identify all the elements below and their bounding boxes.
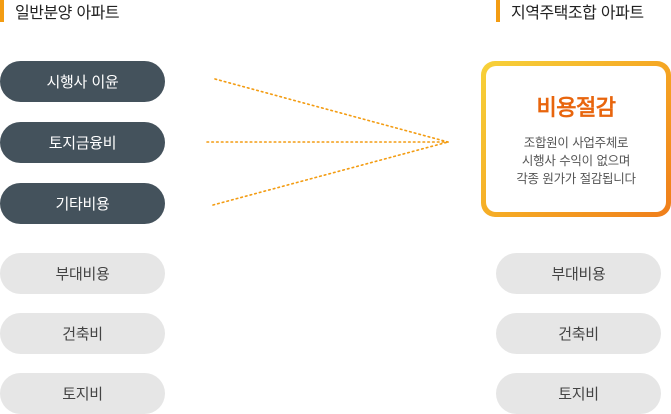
cost-item-label: 부대비용	[55, 265, 110, 283]
cost-savings-box: 비용절감 조합원이 사업주체로 시행사 수익이 없으며 각종 원가가 절감됩니다	[481, 61, 671, 217]
cost-item-construction: 건축비	[0, 313, 165, 354]
cost-item-label: 건축비	[558, 325, 599, 343]
left-heading: 일반분양 아파트	[0, 0, 120, 22]
heading-accent-bar	[496, 0, 500, 22]
right-heading: 지역주택조합 아파트	[496, 0, 644, 22]
cost-item-label: 부대비용	[551, 265, 606, 283]
heading-accent-bar	[0, 0, 4, 22]
cost-item-land: 토지비	[0, 373, 165, 414]
cost-item-land-finance: 토지금융비	[0, 122, 165, 163]
cost-item-land: 토지비	[496, 373, 661, 414]
connector-line-1	[214, 78, 449, 143]
cost-item-label: 토지비	[558, 385, 599, 403]
cost-savings-title: 비용절감	[536, 96, 616, 121]
cost-item-label: 시행사 이윤	[46, 73, 119, 91]
right-heading-text: 지역주택조합 아파트	[511, 3, 644, 22]
connector-line-3	[212, 141, 449, 206]
cost-item-label: 기타비용	[55, 195, 110, 213]
cost-savings-desc-line: 각종 원가가 절감됩니다	[516, 171, 636, 186]
cost-item-label: 토지비	[62, 385, 103, 403]
left-heading-text: 일반분양 아파트	[15, 3, 120, 22]
cost-item-construction: 건축비	[496, 313, 661, 354]
cost-savings-inner: 비용절감 조합원이 사업주체로 시행사 수익이 없으며 각종 원가가 절감됩니다	[486, 66, 666, 212]
cost-item-label: 건축비	[62, 325, 103, 343]
cost-savings-desc-line: 시행사 수익이 없으며	[521, 153, 631, 168]
cost-item-developer-profit: 시행사 이윤	[0, 61, 165, 102]
cost-item-label: 토지금융비	[48, 134, 117, 152]
cost-item-other-costs: 기타비용	[0, 183, 165, 224]
cost-savings-desc-line: 조합원이 사업주체로	[523, 135, 629, 150]
cost-item-ancillary: 부대비용	[0, 253, 165, 294]
cost-item-ancillary: 부대비용	[496, 253, 661, 294]
